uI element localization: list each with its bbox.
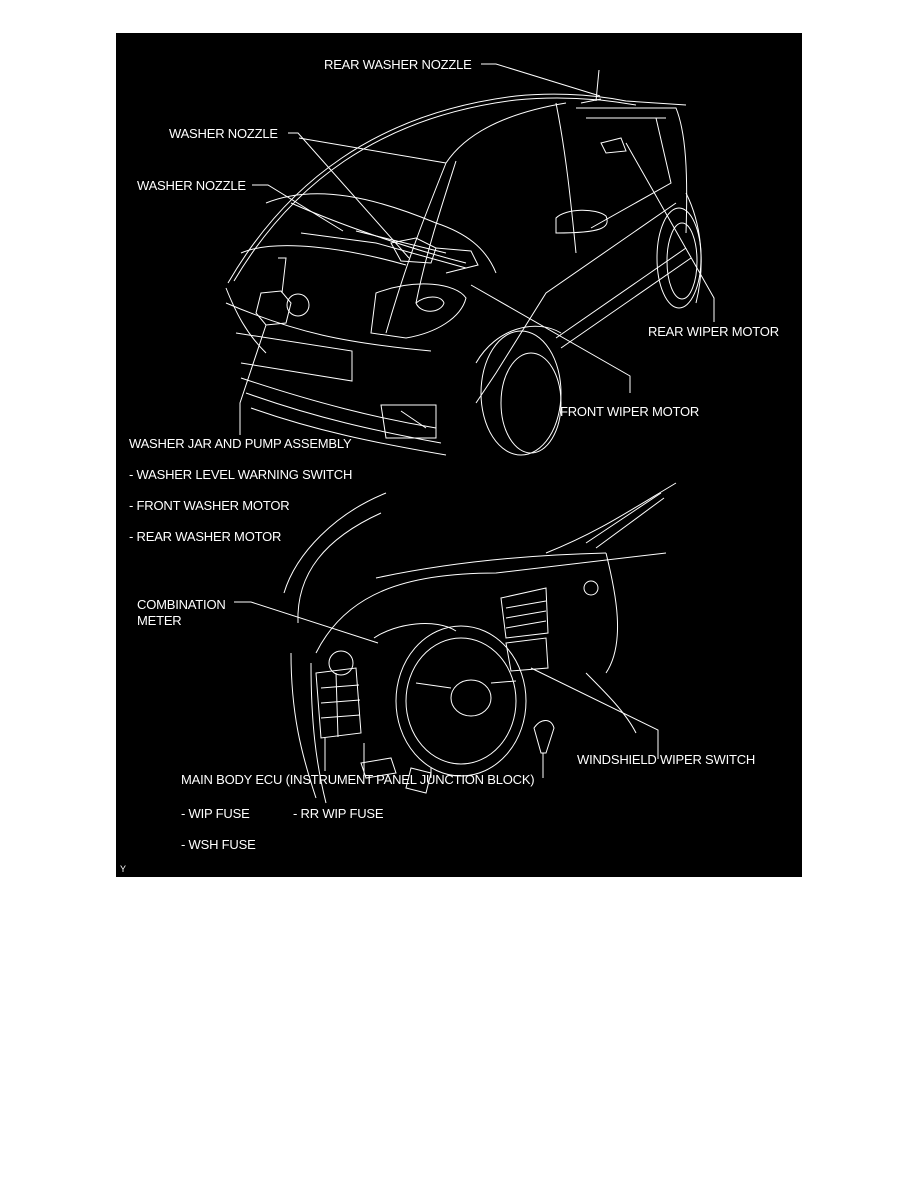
label-main-body-ecu: MAIN BODY ECU (INSTRUMENT PANEL JUNCTION… bbox=[181, 772, 535, 787]
label-windshield-wiper-switch: WINDSHIELD WIPER SWITCH bbox=[577, 752, 756, 767]
label-rear-wiper-motor: REAR WIPER MOTOR bbox=[648, 324, 779, 339]
label-front-wiper-motor: FRONT WIPER MOTOR bbox=[560, 404, 700, 419]
label-combination-meter-line2: METER bbox=[137, 613, 182, 628]
label-washer-jar-pump-assembly: WASHER JAR AND PUMP ASSEMBLY bbox=[129, 436, 352, 451]
label-rear-washer-motor: - REAR WASHER MOTOR bbox=[129, 529, 282, 544]
label-combination-meter-line1: COMBINATION bbox=[137, 597, 226, 612]
leader-lines-exterior bbox=[239, 63, 715, 435]
car-exterior-drawing bbox=[225, 69, 702, 456]
label-wsh-fuse: - WSH FUSE bbox=[181, 837, 256, 852]
label-front-washer-motor: - FRONT WASHER MOTOR bbox=[129, 498, 290, 513]
label-washer-nozzle-upper: WASHER NOZZLE bbox=[169, 126, 278, 141]
car-line-art bbox=[225, 63, 715, 804]
label-wip-fuse: - WIP FUSE bbox=[181, 806, 250, 821]
label-washer-level-warning-switch: - WASHER LEVEL WARNING SWITCH bbox=[129, 467, 353, 482]
dashboard-drawing bbox=[283, 482, 677, 804]
label-rear-washer-nozzle: REAR WASHER NOZZLE bbox=[324, 57, 472, 72]
component-location-diagram: REAR WASHER NOZZLE WASHER NOZZLE WASHER … bbox=[116, 33, 802, 877]
figure-code: Y bbox=[120, 864, 127, 874]
label-rr-wip-fuse: - RR WIP FUSE bbox=[293, 806, 384, 821]
label-washer-nozzle-lower: WASHER NOZZLE bbox=[137, 178, 246, 193]
leader-lines-interior bbox=[234, 601, 659, 778]
